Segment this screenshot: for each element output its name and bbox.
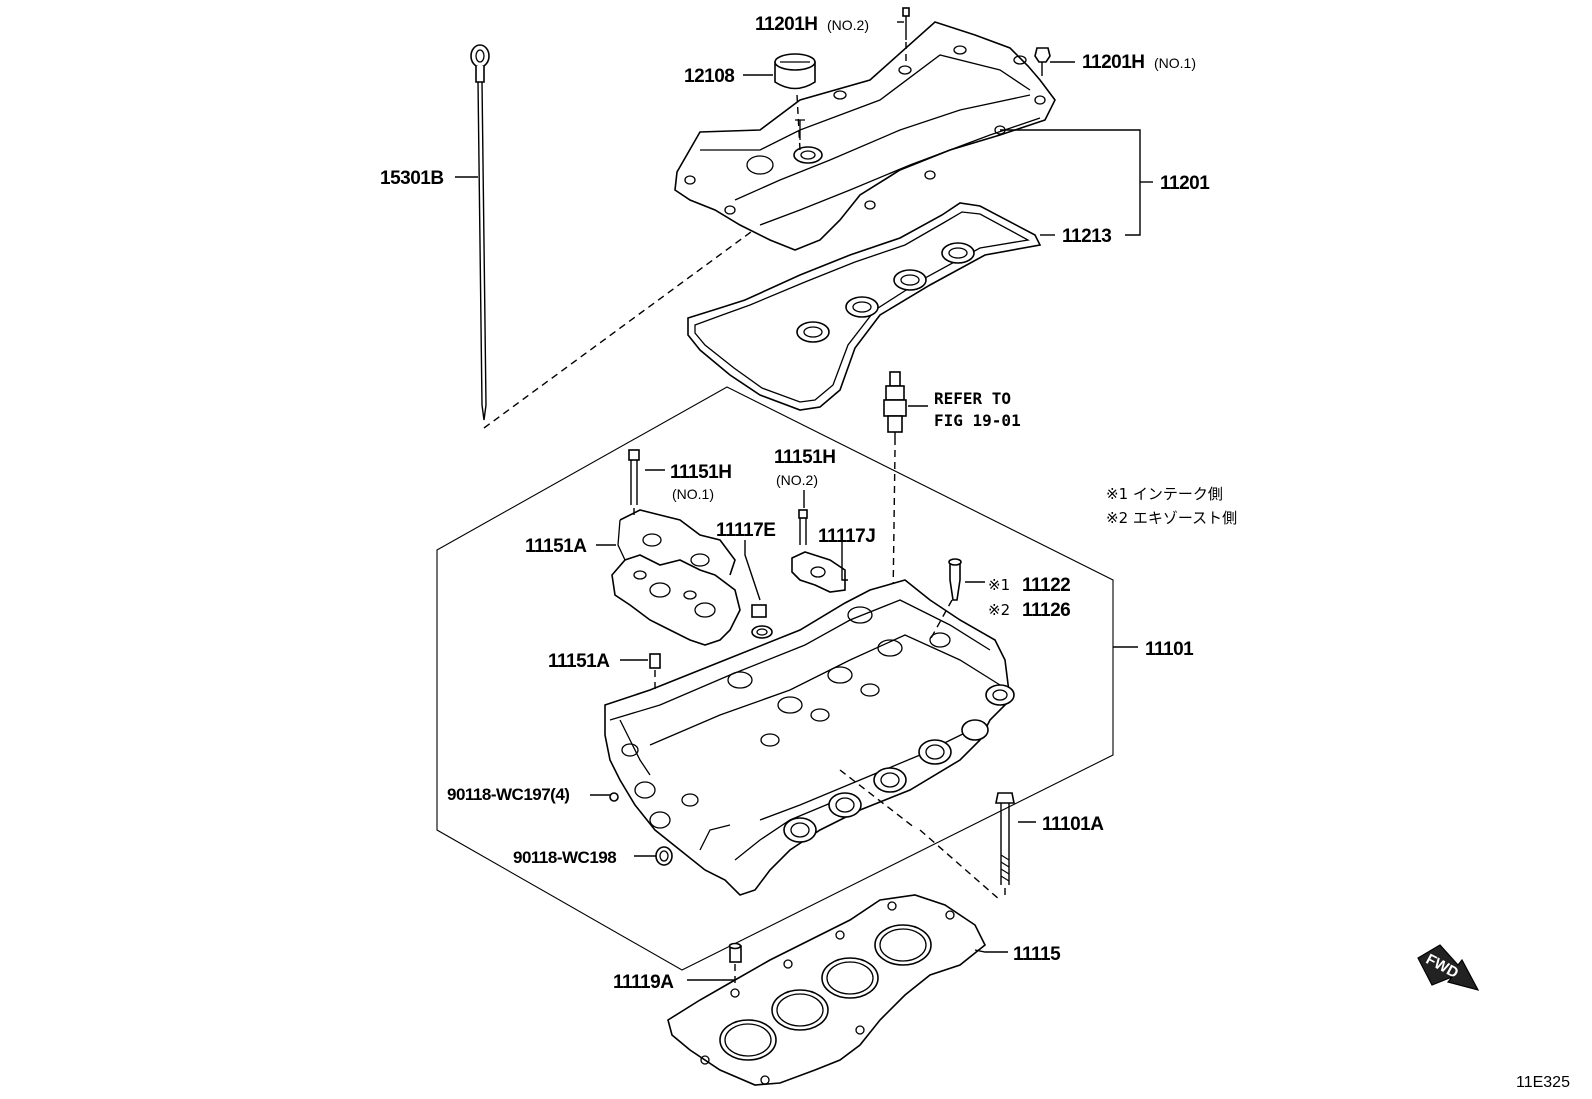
dipstick-part: [470, 44, 490, 421]
label-refer-line1: REFER TO: [934, 389, 1011, 408]
label-11201: 11201: [1160, 173, 1210, 194]
label-11151a-mid: 11151A: [548, 651, 610, 672]
label-11201h-no1-sub: (NO.1): [1154, 55, 1196, 71]
note-exhaust-side: ※2 エキゾースト側: [1106, 509, 1237, 527]
label-11122-mark: ※1: [988, 576, 1010, 594]
label-11151h-no1-sub: (NO.1): [672, 486, 714, 502]
leader-lines: [455, 21, 1153, 981]
label-12108: 12108: [684, 66, 734, 87]
dipstick-dashed-guide: [483, 195, 801, 429]
cylinder-head-cover: [674, 21, 1056, 251]
label-11151a-top: 11151A: [525, 536, 587, 557]
oil-filler-cap: [774, 53, 816, 151]
plug-90118-wc198: [655, 846, 673, 866]
label-11201h-no1: 11201H: [1082, 52, 1145, 73]
spark-plug: [883, 371, 907, 601]
label-15301b: 15301B: [380, 168, 444, 189]
camshaft-bearing-cap: [611, 509, 741, 646]
label-11126: 11126: [1022, 600, 1070, 621]
label-11122: 11122: [1022, 575, 1070, 596]
label-11201h-no2: 11201H: [755, 14, 818, 35]
label-90118-wc197: 90118-WC197(4): [447, 785, 569, 804]
dowel-11119a: [728, 942, 742, 985]
seal-11117e: [751, 604, 773, 639]
cylinder-head: [604, 579, 1015, 896]
bearing-cap-11117j: [791, 551, 846, 593]
label-11119a: 11119A: [613, 972, 674, 993]
label-11151h-no2: 11151H: [774, 447, 835, 468]
cylinder-head-gasket: [667, 894, 987, 1086]
label-11213: 11213: [1062, 226, 1111, 247]
label-11115: 11115: [1013, 944, 1061, 965]
fwd-arrow-icon: FWD: [1417, 944, 1480, 991]
valve-guide: [929, 558, 962, 641]
head-bolt-dashed-guide: [919, 829, 1001, 901]
head-bolt-11101a: [995, 792, 1015, 900]
dowel-11151a: [649, 653, 661, 690]
label-11117j: 11117J: [818, 526, 875, 547]
plug-90118-wc197: [609, 792, 619, 802]
label-11101a: 11101A: [1042, 814, 1104, 835]
bolt-11151h-no2: [798, 509, 808, 545]
bolt-11151h-no1: [628, 449, 640, 520]
label-11117e: 11117E: [716, 520, 775, 541]
label-11151h-no1: 11151H: [670, 462, 731, 483]
label-90118-wc198: 90118-WC198: [513, 848, 616, 867]
figure-code: 11E325: [1516, 1074, 1570, 1091]
note-intake-side: ※1 インテーク側: [1106, 485, 1223, 503]
head-cover-gasket: [687, 202, 1042, 411]
label-11151h-no2-sub: (NO.2): [776, 472, 818, 488]
label-11101: 11101: [1145, 639, 1194, 660]
bolt-11201h-no1: [1034, 47, 1051, 76]
head-assembly-boundary: [436, 386, 1114, 971]
bolt-11201h-no2: [902, 7, 910, 62]
label-11126-mark: ※2: [988, 601, 1010, 619]
label-11201h-no2-sub: (NO.2): [827, 17, 869, 33]
label-refer-line2: FIG 19-01: [934, 411, 1021, 430]
